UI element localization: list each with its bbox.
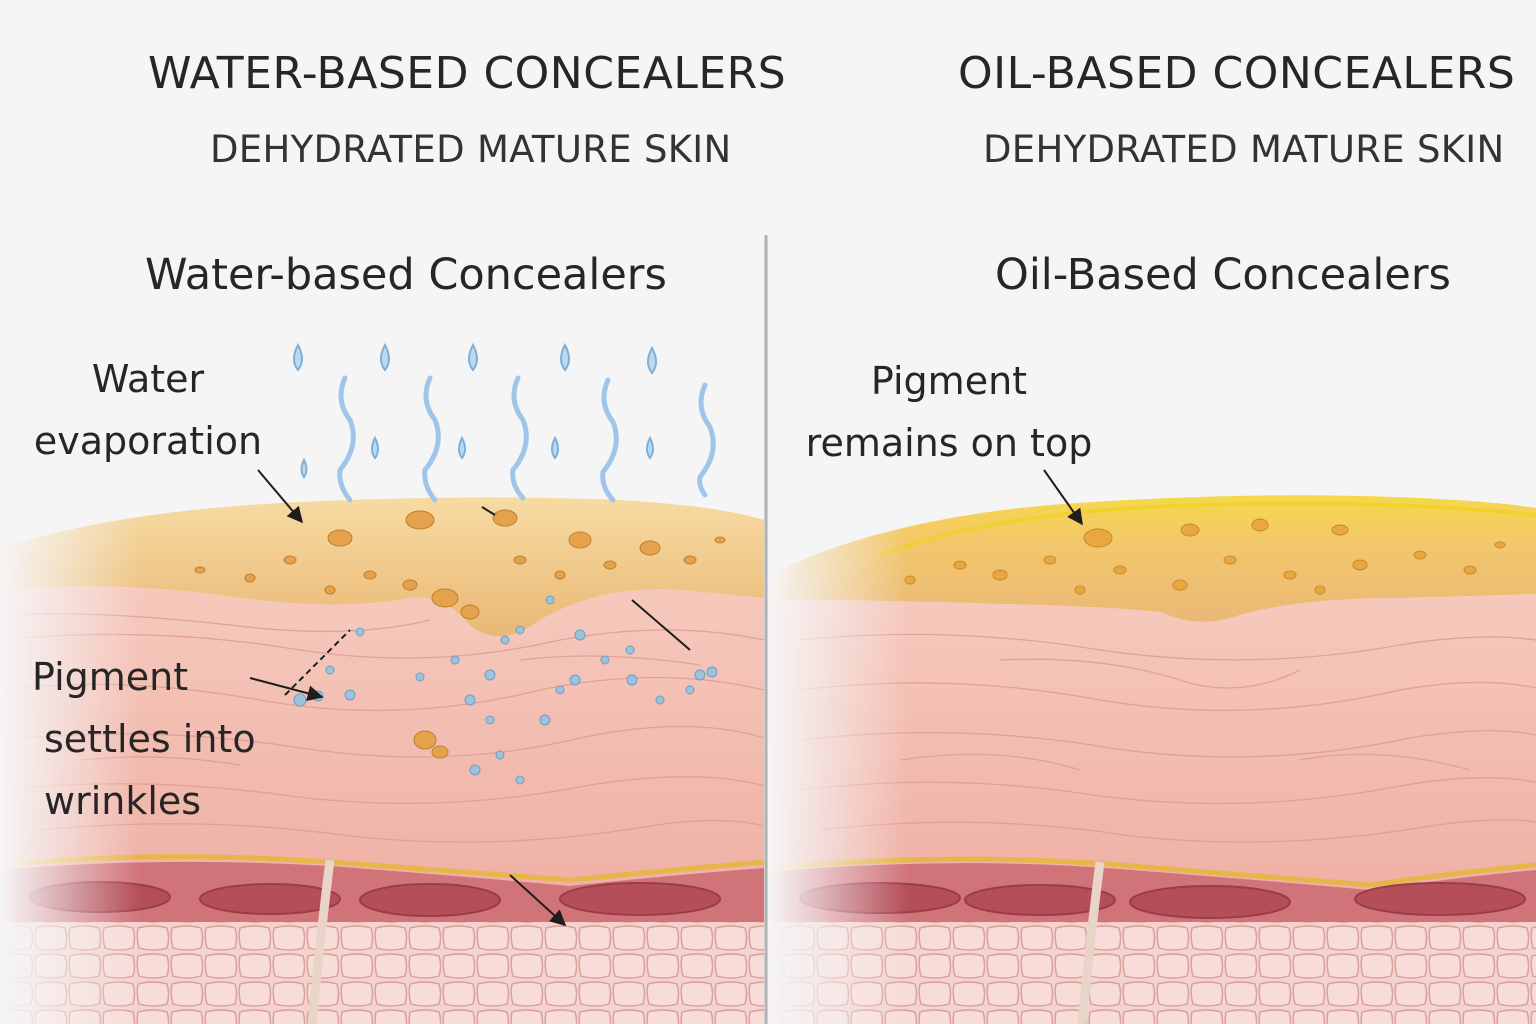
water-evaporation-label: Water evaporation — [22, 348, 274, 472]
left-pigment-particles — [194, 509, 726, 759]
left-concealer-layer — [0, 497, 764, 637]
left-subtitle: DEHYDRATED MATURE SKIN — [210, 128, 732, 171]
left-skin-texture — [0, 613, 765, 843]
label-line: wrinkles — [44, 779, 202, 823]
right-pointer-arrows — [1043, 469, 1083, 526]
evaporation-steam — [337, 375, 716, 503]
left-dermis-layer — [0, 586, 764, 900]
label-line: evaporation — [33, 419, 263, 463]
right-dermis-layer — [768, 594, 1536, 900]
left-panel-heading: Water-based Concealers — [145, 250, 667, 300]
left-pointer-arrows — [249, 469, 691, 927]
pigment-remains-label: Pigment remains on top — [800, 350, 1098, 474]
label-line: remains on top — [805, 421, 1093, 465]
label-line: Pigment — [32, 655, 189, 699]
right-subtitle: DEHYDRATED MATURE SKIN — [983, 128, 1505, 171]
right-skin-texture — [799, 633, 1536, 843]
label-line: Water — [91, 357, 205, 401]
left-skin-panel — [0, 497, 765, 1024]
right-main-title: OIL-BASED CONCEALERS — [958, 48, 1516, 99]
evaporation-droplets — [293, 342, 657, 479]
right-panel-heading: Oil-Based Concealers — [995, 250, 1451, 300]
label-line: Pigment — [870, 359, 1028, 403]
right-skin-panel — [767, 495, 1536, 1024]
right-vessels — [799, 882, 1526, 919]
left-water-droplets-in-skin — [293, 595, 718, 785]
left-main-title: WATER-BASED CONCEALERS — [148, 48, 787, 99]
right-pigment-particles — [904, 518, 1506, 595]
pigment-settles-label: Pigment settles into wrinkles — [28, 646, 256, 832]
label-line: settles into — [44, 717, 256, 761]
